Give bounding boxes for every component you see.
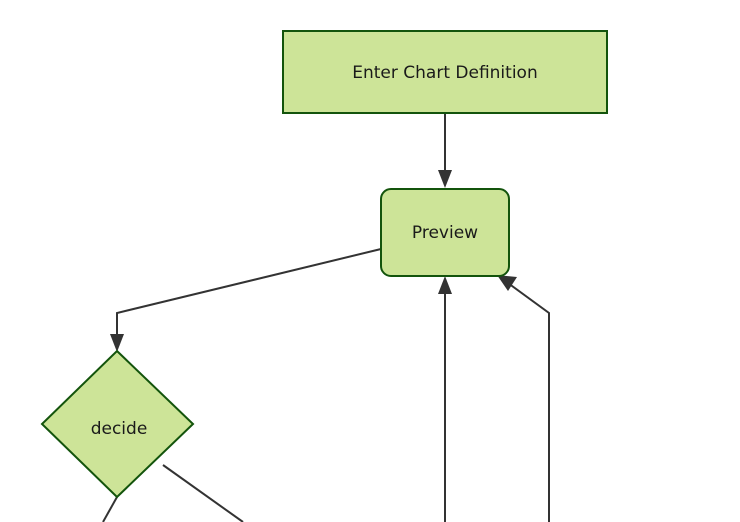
arrow-head-icon [110,334,124,352]
edge-decide-bottom-left [102,496,118,522]
edge-bottom-left-to-preview [438,276,452,522]
node-preview[interactable]: Preview [380,188,510,277]
node-label-decide: decide [91,419,148,439]
node-shape-rounded-rectangle[interactable] [380,188,510,277]
edge-line [162,464,244,522]
edge-line [116,248,382,340]
edge-enter-to-preview [438,113,452,188]
node-shape-diamond[interactable] [40,349,195,499]
node-label-preview: Preview [412,223,478,243]
node-decide[interactable]: decide [40,349,195,499]
edge-line [102,496,118,522]
edge-line [507,282,550,522]
edge-bottom-right-to-preview [497,275,550,522]
node-enter-chart-definition[interactable]: Enter Chart Definition [282,30,608,114]
arrow-head-icon [438,170,452,188]
node-shape-rectangle[interactable] [282,30,608,114]
edge-decide-bottom-right [162,464,244,522]
edge-preview-to-decide [110,248,382,352]
node-label-enter-chart-definition: Enter Chart Definition [352,63,537,83]
arrow-head-icon [497,275,517,291]
arrow-head-icon [438,276,452,294]
